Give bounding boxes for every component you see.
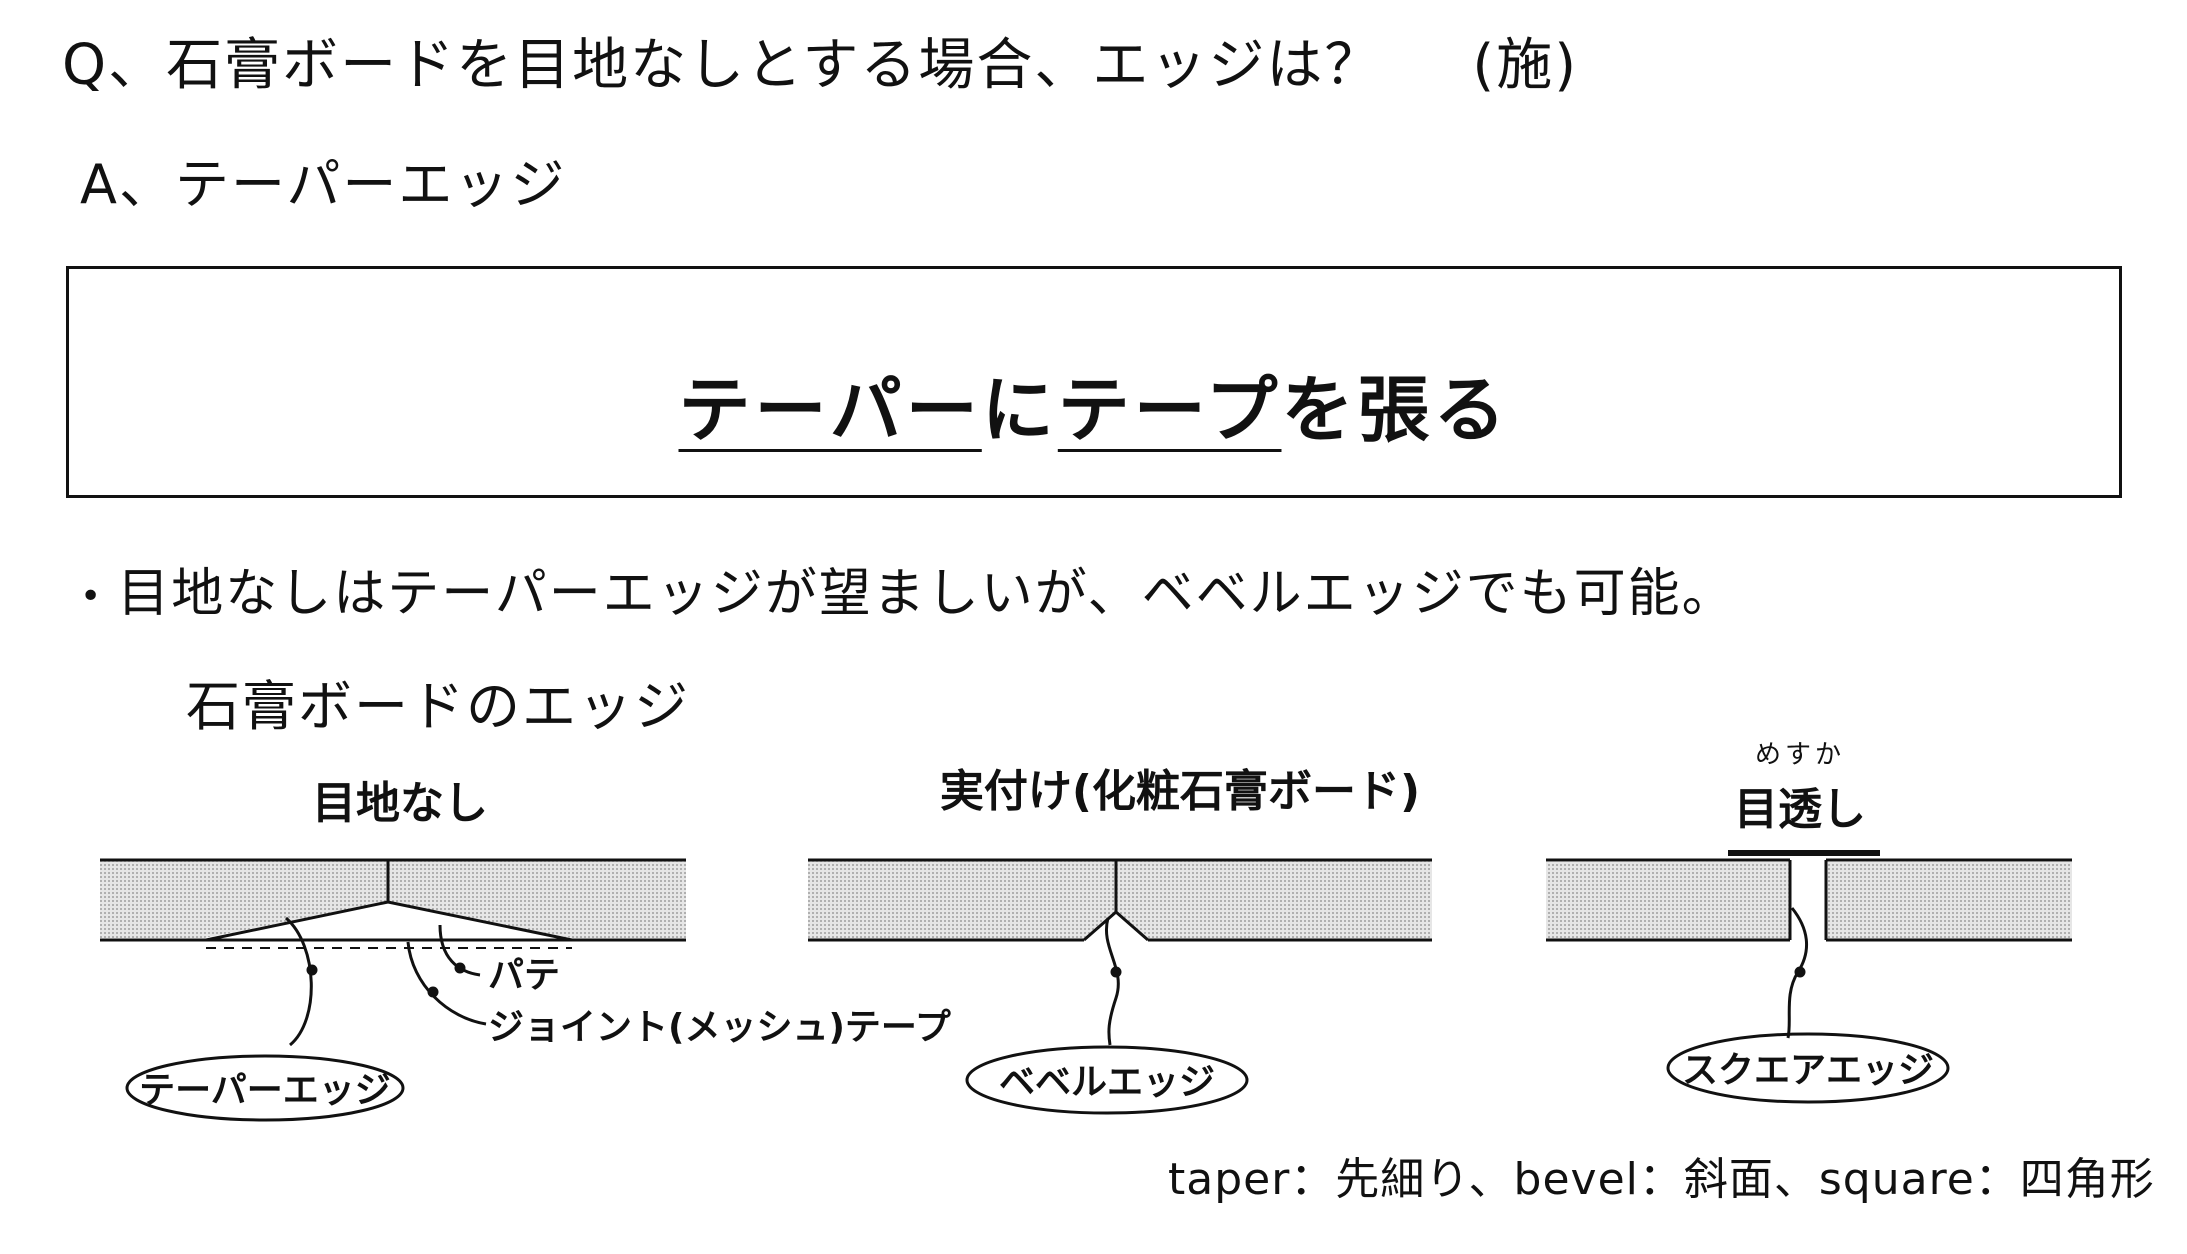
leader-dot-tape: [427, 986, 439, 998]
taper-board-left: [100, 860, 388, 938]
note-text: 目地なしはテーパーエッジが望ましいが、ベベルエッジでも可能。: [117, 564, 1736, 624]
leader-dot-putty: [454, 962, 466, 974]
square-board-left: [1546, 862, 1790, 940]
pill-taper-edge: [125, 1054, 405, 1122]
bevel-board-right: [1116, 860, 1432, 940]
bevel-edge-diagram: [808, 858, 1432, 1115]
leader-dot-taper: [306, 964, 318, 976]
diagram-title: 石膏ボードのエッジ: [186, 675, 690, 738]
taper-edge-diagram: [100, 858, 686, 1122]
note: •目地なしはテーパーエッジが望ましいが、ベベルエッジでも可能。: [80, 568, 1736, 620]
bevel-board-left: [808, 860, 1116, 940]
question: Q、石膏ボードを目地なしとする場合、エッジは？(施): [62, 38, 1578, 94]
boxed-answer: テーパーにテープを張る: [69, 351, 2119, 456]
square-board-right: [1826, 862, 2072, 940]
question-category: (施): [1472, 33, 1579, 98]
question-text: Q、石膏ボードを目地なしとする場合、エッジは？: [62, 33, 1383, 98]
panel-heading-open-joint: 目透し: [1734, 784, 1866, 835]
boxed-answer-rest: を張る: [1281, 368, 1510, 452]
leader-bevel-edge: [1105, 917, 1120, 1046]
panel-heading-bevel: 実付け(化粧石膏ボード): [939, 766, 1421, 817]
boxed-answer-taper: テーパー: [678, 368, 982, 452]
leader-dot-bevel: [1110, 966, 1122, 978]
boxed-answer-ni: に: [981, 368, 1058, 452]
edge-label-taper: テーパーエッジ: [139, 1070, 391, 1111]
leader-taper-edge: [285, 916, 313, 1047]
leader-dot-square: [1794, 966, 1806, 978]
pill-square-edge: [1666, 1032, 1950, 1104]
edge-label-bevel: ベベルエッジ: [999, 1062, 1215, 1103]
bevel-profile: [1083, 910, 1149, 942]
answer-box: テーパーにテープを張る: [66, 266, 2122, 498]
answer-line: A、テーパーエッジ: [80, 153, 567, 216]
note-bullet: •: [80, 576, 104, 617]
taper-board-right: [388, 860, 686, 938]
panel-heading-ruby: めすか: [1754, 740, 1845, 770]
boxed-answer-tape: テープ: [1057, 368, 1282, 452]
callout-putty: パテ: [488, 955, 561, 996]
taper-profile: [205, 900, 573, 942]
edge-label-square: スクエアエッジ: [1682, 1050, 1934, 1091]
footer-glossary: taper：先細り、bevel：斜面、square：四角形: [1168, 1154, 2155, 1205]
square-edge-diagram: [1546, 850, 2072, 1104]
callout-joint-tape: ジョイント(メッシュ)テープ: [488, 1007, 951, 1048]
panel-heading-no-joint: 目地なし: [312, 778, 488, 829]
leader-putty: [438, 924, 481, 977]
pill-bevel-edge: [965, 1045, 1249, 1115]
